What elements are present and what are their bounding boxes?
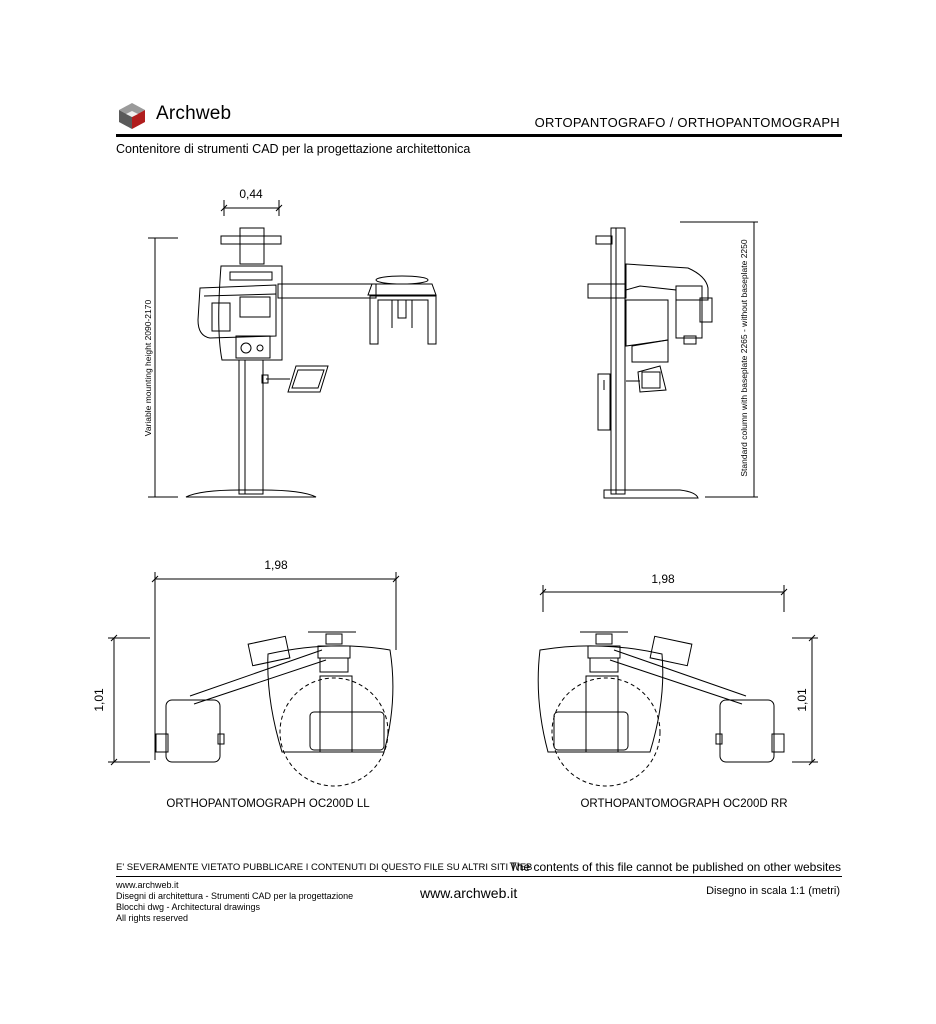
- footer-line: Disegni di architettura - Strumenti CAD …: [116, 891, 354, 901]
- page-subtitle: Contenitore di strumenti CAD per la prog…: [116, 142, 471, 156]
- header-rule: [116, 134, 842, 137]
- plan-ll-dim-depth: 1,01: [92, 688, 106, 712]
- footer-url-link[interactable]: www.archweb.it: [420, 885, 518, 901]
- plan-rr-view: 1,98 1,01 ORTHOPANTOMOGRAPH OC200D RR: [537, 572, 818, 810]
- brand-name: Archweb: [156, 103, 232, 124]
- scale-note: Disegno in scala 1:1 (metri): [706, 885, 840, 897]
- warning-english: The contents of this file cannot be publ…: [509, 860, 841, 874]
- plan-ll-dim-width: 1,98: [264, 558, 288, 572]
- footer-info: www.archweb.it Disegni di architettura -…: [116, 880, 353, 924]
- page-title: ORTOPANTOGRAFO / ORTHOPANTOMOGRAPH: [534, 115, 840, 130]
- footer-line: All rights reserved: [116, 913, 189, 923]
- front-view: 0,44 Variable mounting height 2090-2170: [143, 187, 437, 498]
- side-view: Standard column with baseplate 2265 - wi…: [587, 221, 758, 499]
- footer-rule: [116, 876, 842, 877]
- plan-rr-dim-width: 1,98: [651, 572, 675, 586]
- footer-line[interactable]: www.archweb.it: [116, 880, 179, 890]
- plan-ll-view: 1,98 1,01 ORTHOPANTOMOGRAPH OC200D LL: [92, 558, 400, 810]
- warning-italian: E' SEVERAMENTE VIETATO PUBBLICARE I CONT…: [116, 862, 533, 873]
- front-dim-top: 0,44: [239, 187, 263, 201]
- plan-rr-caption: ORTHOPANTOMOGRAPH OC200D RR: [580, 798, 787, 810]
- plan-rr-dim-depth: 1,01: [795, 688, 809, 712]
- side-dim-side: Standard column with baseplate 2265 - wi…: [739, 239, 749, 476]
- front-dim-side: Variable mounting height 2090-2170: [143, 300, 153, 437]
- footer-line: Blocchi dwg - Architectural drawings: [116, 902, 261, 912]
- cube-logo-icon: [119, 103, 145, 129]
- plan-ll-caption: ORTHOPANTOMOGRAPH OC200D LL: [166, 798, 370, 810]
